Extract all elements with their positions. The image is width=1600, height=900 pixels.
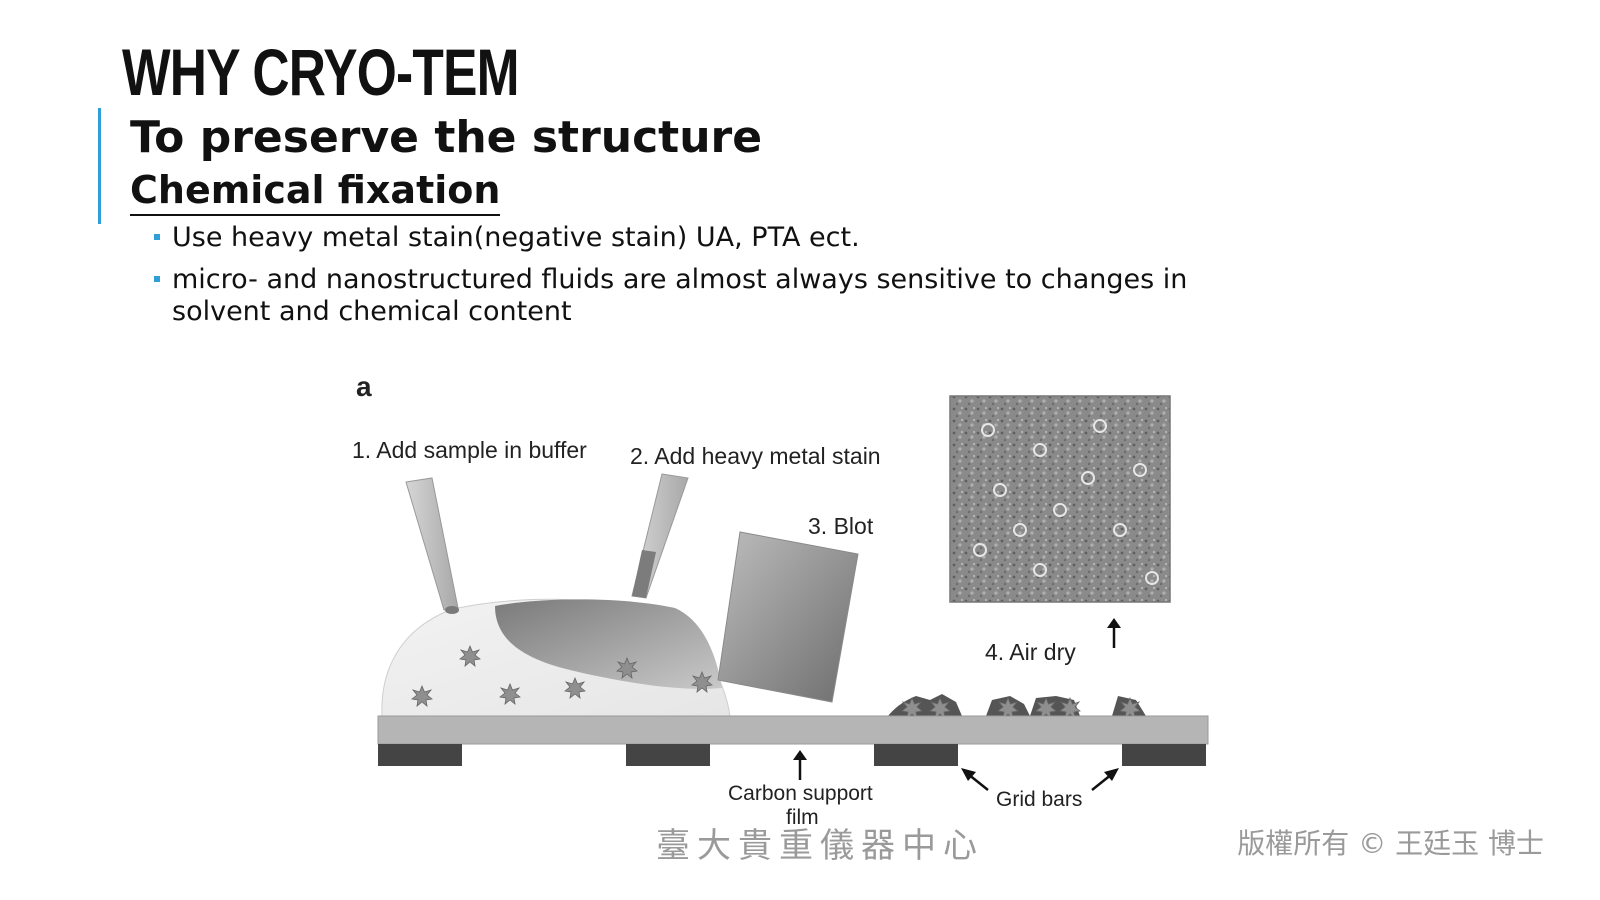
grid-arrowhead-right-icon	[1104, 768, 1119, 781]
particle-ring-icon	[1053, 503, 1067, 517]
particle-ring-icon	[993, 483, 1007, 497]
particle-ring-icon	[1033, 563, 1047, 577]
bullet-item: micro- and nanostructured fluids are alm…	[152, 264, 1282, 328]
grid-arrowhead-left-icon	[961, 768, 976, 781]
footer-copyright: 版權所有 © 王廷玉 博士	[1237, 827, 1544, 860]
air-dry-arrowhead-icon	[1107, 618, 1121, 628]
slide-subtitle: To preserve the structure	[130, 112, 763, 163]
particle-ring-icon	[1113, 523, 1127, 537]
particle-ring-icon	[973, 543, 987, 557]
carbon-support-label: Carbon support	[728, 782, 873, 805]
grid-bars-label: Grid bars	[996, 788, 1082, 811]
step-blot-label: 3. Blot	[808, 513, 874, 539]
blot-paper	[717, 531, 859, 703]
negative-stain-micrograph	[949, 395, 1171, 603]
bullet-text: micro- and nanostructured fluids are alm…	[172, 264, 1188, 327]
bullet-square-icon	[154, 276, 160, 282]
carbon-support-label-line2: film	[786, 806, 819, 829]
grid-bar	[1122, 744, 1206, 766]
slide-subheading: Chemical fixation	[130, 168, 501, 216]
accent-bar	[98, 108, 101, 224]
carbon-arrowhead-icon	[793, 750, 807, 760]
step-add-sample-label: 1. Add sample in buffer	[352, 437, 587, 463]
bullet-item: Use heavy metal stain(negative stain) UA…	[152, 222, 1282, 254]
bullet-text: Use heavy metal stain(negative stain) UA…	[172, 222, 860, 253]
step-air-dry-label: 4. Air dry	[985, 639, 1076, 665]
particle-ring-icon	[981, 423, 995, 437]
footer-institution: 臺大貴重儀器中心	[656, 826, 984, 866]
particle-ring-icon	[1013, 523, 1027, 537]
carbon-support-film	[377, 715, 1209, 745]
dried-particles	[888, 694, 1146, 719]
stain-layer	[495, 599, 722, 689]
particle-ring-icon	[1033, 443, 1047, 457]
particle-ring-icon	[1081, 471, 1095, 485]
pipette-stain-fill	[632, 550, 656, 598]
negative-stain-diagram: a 1. Add sample in buffer 2. Add heavy m…	[352, 371, 1209, 829]
particle-ring-icon	[1133, 463, 1147, 477]
grid-bar	[378, 744, 462, 766]
panel-letter: a	[356, 371, 372, 402]
grid-bar	[874, 744, 958, 766]
bullet-list: Use heavy metal stain(negative stain) UA…	[152, 222, 1282, 338]
pipette-buffer	[405, 477, 459, 611]
bullet-square-icon	[154, 234, 160, 240]
step-add-stain-label: 2. Add heavy metal stain	[630, 443, 881, 469]
pipette-buffer-tip	[445, 606, 459, 614]
particle-ring-icon	[1145, 571, 1159, 585]
slide-title: WHY CRYO-TEM	[122, 35, 520, 109]
particle-ring-icon	[1093, 419, 1107, 433]
grid-bar	[626, 744, 710, 766]
